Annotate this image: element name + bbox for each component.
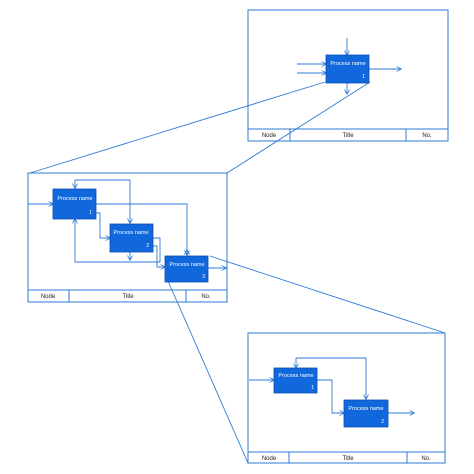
process-name: Process name	[330, 61, 365, 67]
process-number: 2	[381, 419, 384, 425]
link-top-left	[29, 81, 326, 174]
titleblock-node: Node	[262, 133, 277, 139]
frame-top-border	[247, 9, 449, 142]
process-box[interactable]: Process name 1	[325, 54, 370, 84]
titleblock-title: Title	[122, 294, 134, 300]
frame-bottom-border	[247, 332, 446, 464]
frame-middle-border	[27, 172, 228, 303]
frame-bottom: Node Title No. Process name 1 Process na…	[247, 332, 446, 464]
titleblock-no: No.	[421, 456, 431, 462]
titleblock-title: Title	[342, 456, 354, 462]
process-box[interactable]: Process name 2	[109, 223, 154, 253]
link-top-right	[226, 81, 371, 174]
process-name: Process name	[169, 262, 204, 268]
process-number: 1	[89, 210, 92, 216]
process-box[interactable]: Process name 1	[273, 367, 318, 394]
output-arrow	[96, 212, 110, 238]
process-number: 1	[311, 385, 314, 391]
output-arrow	[153, 245, 165, 267]
decomposition-links	[29, 81, 446, 464]
titleblock-no: No.	[201, 294, 211, 300]
process-box[interactable]: Process name 1	[52, 188, 97, 220]
process-name: Process name	[57, 196, 92, 202]
link-mid-left	[167, 280, 249, 464]
titleblock-title: Title	[342, 133, 354, 139]
frame-middle: Node Title No. Process name 1 Process na…	[27, 172, 228, 303]
process-box[interactable]: Process name 3	[164, 255, 209, 283]
process-name: Process name	[113, 230, 148, 236]
frame-top: Node Title No. Process name 1	[247, 9, 449, 142]
titleblock-node: Node	[41, 294, 56, 300]
feedback-arrow	[75, 219, 161, 263]
output-arrow	[96, 203, 187, 255]
process-name: Process name	[348, 406, 383, 412]
link-mid-right	[209, 255, 446, 334]
process-box[interactable]: Process name 2	[343, 399, 389, 428]
control-arrow	[75, 179, 130, 223]
titleblock-no: No.	[422, 133, 432, 139]
control-arrow	[296, 357, 366, 399]
process-number: 2	[146, 243, 149, 249]
process-number: 1	[362, 74, 365, 80]
titleblock-node: Node	[262, 456, 277, 462]
output-arrow	[317, 379, 344, 413]
process-name: Process name	[278, 373, 313, 379]
process-number: 3	[202, 274, 205, 280]
